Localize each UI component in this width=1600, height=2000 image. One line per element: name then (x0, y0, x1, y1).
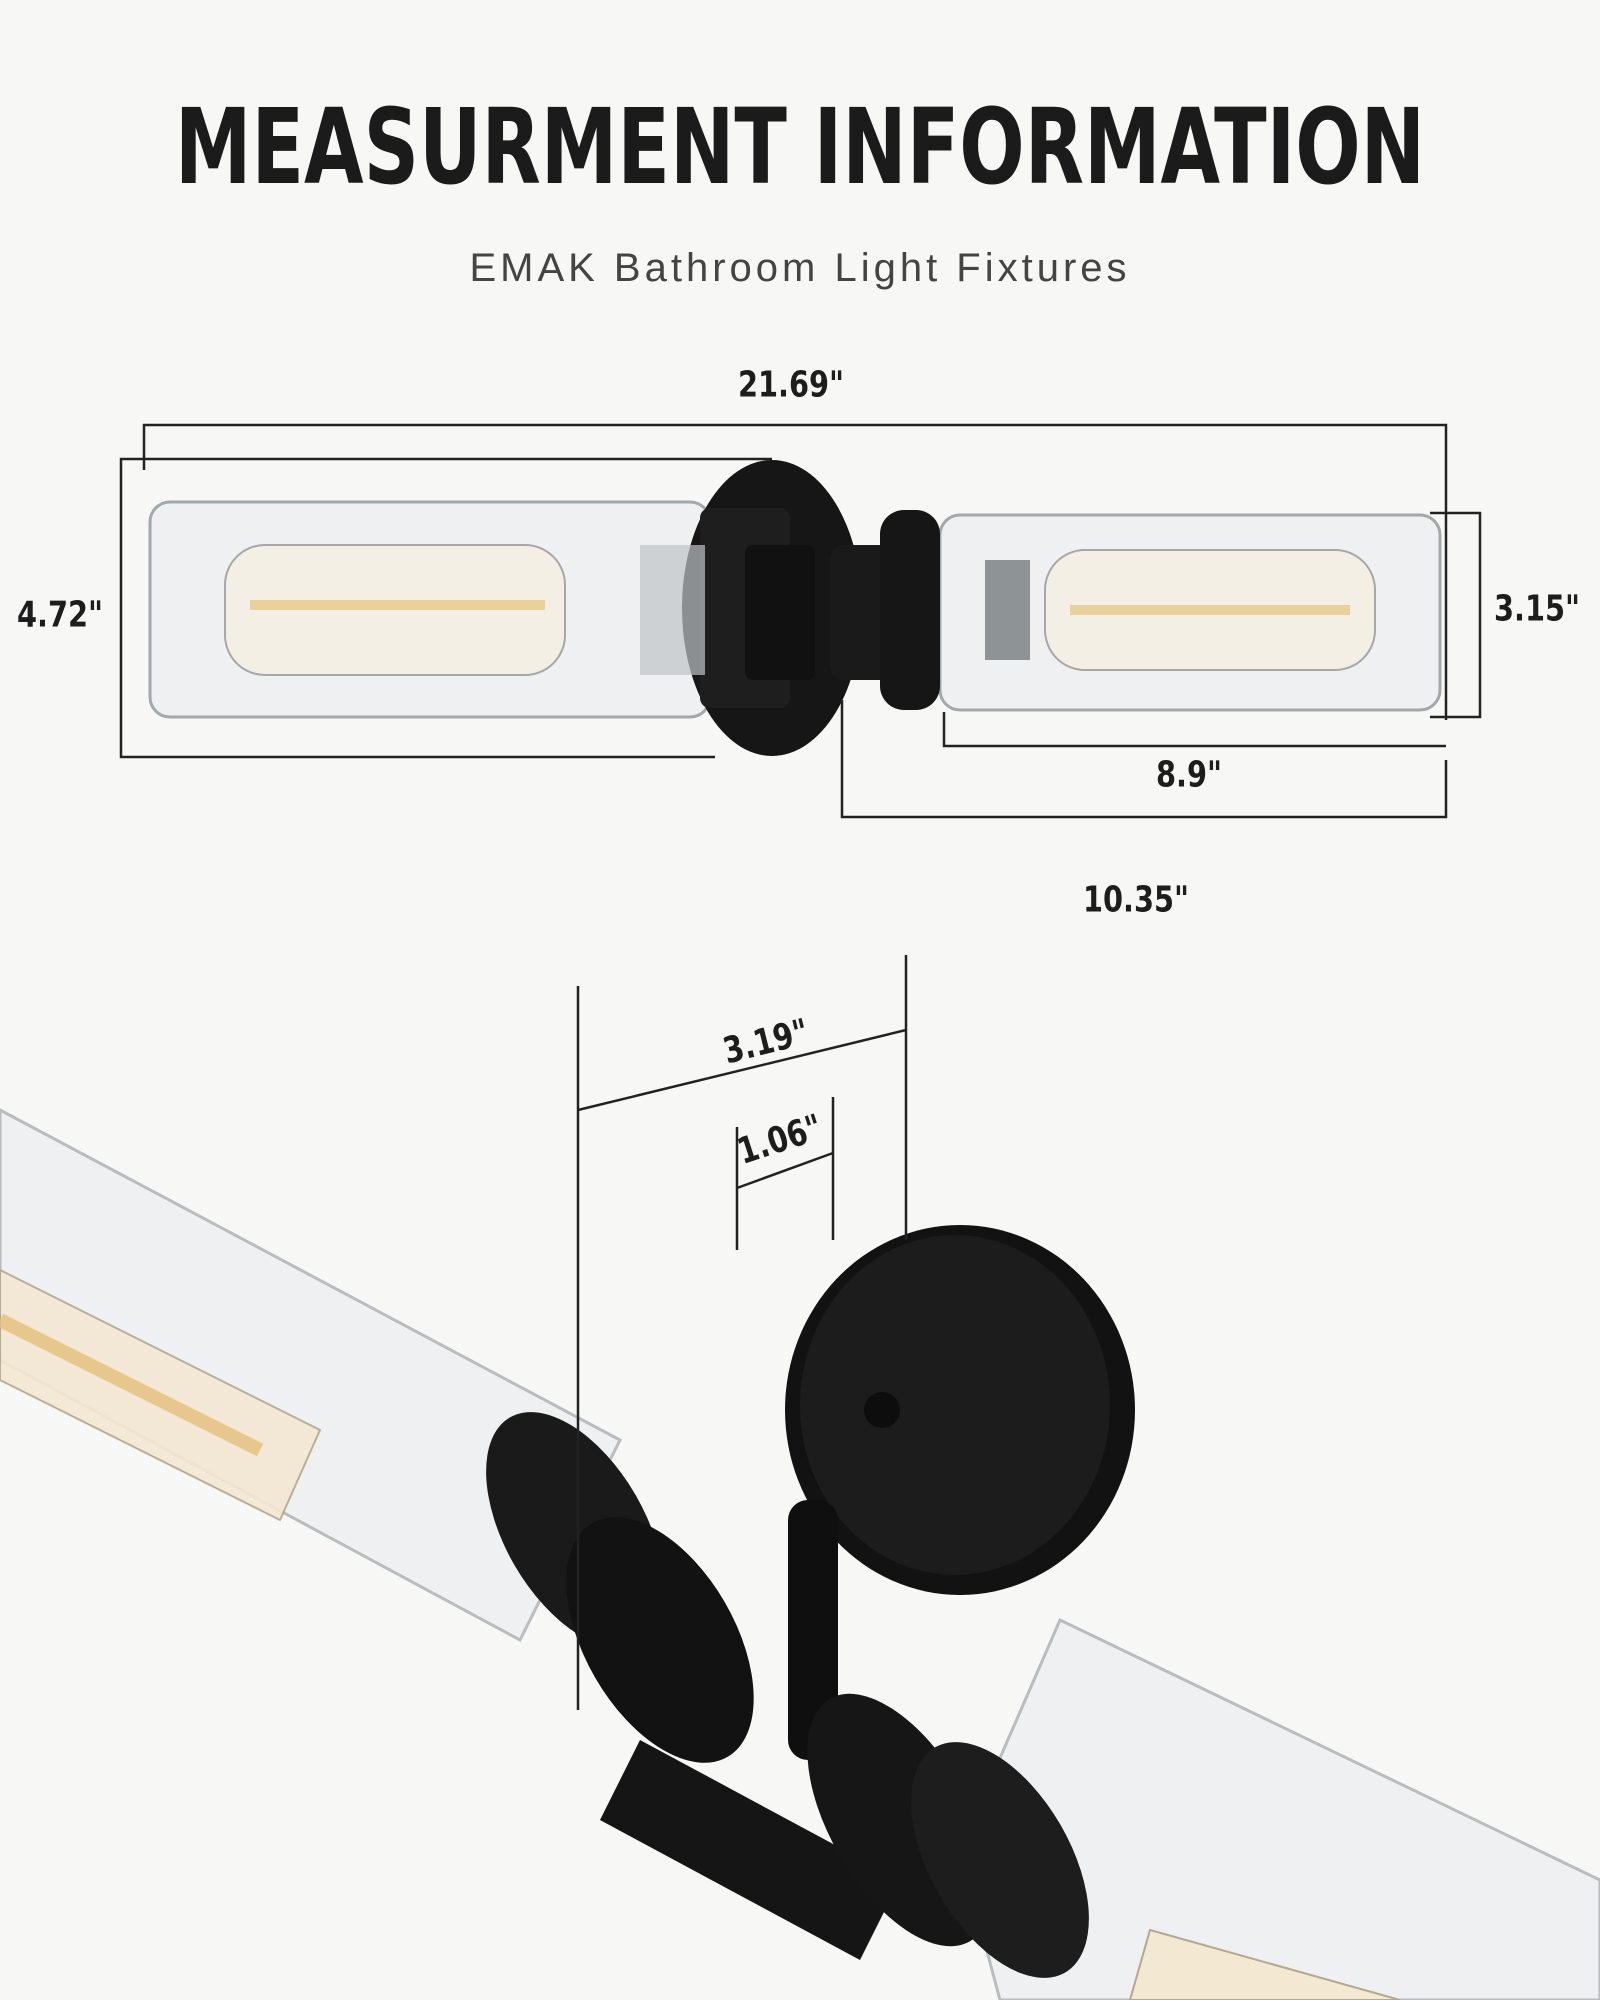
side-view-fixture (0, 1108, 1600, 2000)
dimension-lines (119, 423, 1482, 819)
half-width-label: 10.35" (1082, 879, 1190, 921)
depth-dimension-lines (576, 955, 908, 1710)
shade-diameter-label: 3.15" (1493, 588, 1581, 630)
shade-length-label: 8.9" (1155, 754, 1223, 796)
backplate-height-label: 4.72" (16, 594, 104, 636)
page-title: MEASURMENT INFORMATION (174, 86, 1426, 208)
overall-width-label: 21.69" (737, 364, 845, 406)
page-subtitle: EMAK Bathroom Light Fixtures (469, 246, 1131, 290)
front-view-fixture (148, 460, 1442, 756)
